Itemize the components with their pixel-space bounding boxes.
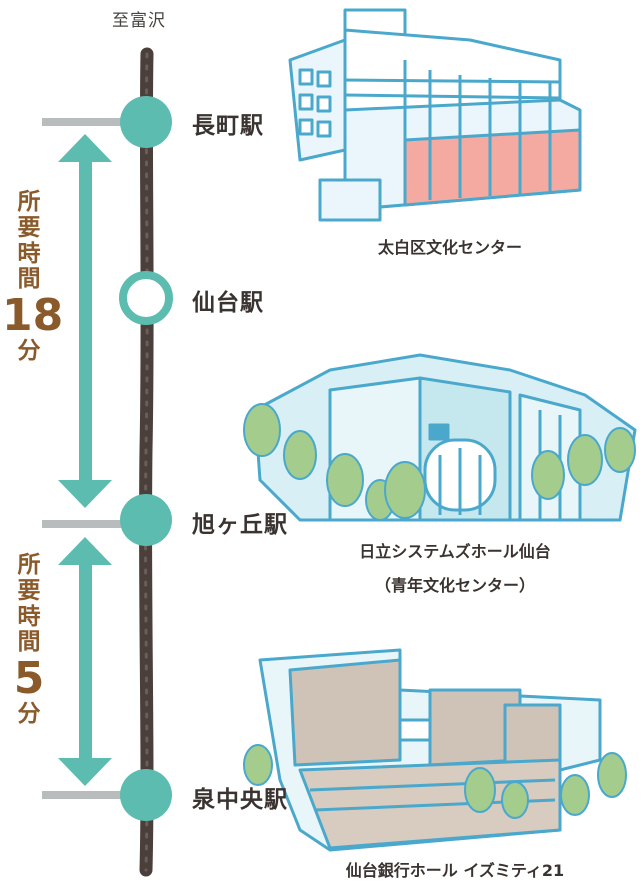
station-name-nagamachi: 長町駅 bbox=[192, 106, 264, 140]
travel-time-label-char: 要 bbox=[2, 579, 56, 605]
station-marker-nagamachi bbox=[120, 96, 172, 148]
double-arrow-icon bbox=[58, 537, 112, 786]
travel-time-number: 5 bbox=[2, 656, 56, 702]
station-marker-asahigaoka bbox=[120, 494, 172, 546]
travel-time-label-char: 要 bbox=[2, 216, 56, 242]
station-name-asahigaoka: 旭ヶ丘駅 bbox=[192, 505, 288, 539]
travel-time-unit: 分 bbox=[2, 702, 56, 728]
direction-label: 至富沢 bbox=[112, 6, 166, 31]
station-name-izumichuo: 泉中央駅 bbox=[192, 780, 288, 814]
landmark-caption-izumity: 仙台銀行ホール イズミティ21 bbox=[290, 857, 620, 881]
station-marker-izumichuo bbox=[120, 769, 172, 821]
building-izumity-icon bbox=[260, 650, 600, 850]
station-name-sendai: 仙台駅 bbox=[192, 283, 264, 317]
landmark-caption-hitachi-sub: （青年文化センター） bbox=[310, 572, 600, 596]
station-marker-sendai bbox=[123, 275, 169, 321]
travel-time-label-char: 時 bbox=[2, 605, 56, 631]
travel-time-label-char: 時 bbox=[2, 242, 56, 268]
travel-time-number: 18 bbox=[2, 293, 56, 339]
travel-time-18: 所 要 時 間 18 分 bbox=[2, 190, 56, 365]
travel-time-label-char: 所 bbox=[2, 553, 56, 579]
track-line bbox=[146, 54, 148, 870]
building-taihaku-icon bbox=[290, 10, 580, 220]
landmark-caption-taihaku: 太白区文化センター bbox=[340, 234, 560, 258]
double-arrow-icon bbox=[58, 134, 112, 508]
travel-time-5: 所 要 時 間 5 分 bbox=[2, 553, 56, 728]
travel-time-label-char: 所 bbox=[2, 190, 56, 216]
landmark-caption-hitachi: 日立システムズホール仙台 bbox=[310, 538, 600, 562]
travel-time-unit: 分 bbox=[2, 339, 56, 365]
